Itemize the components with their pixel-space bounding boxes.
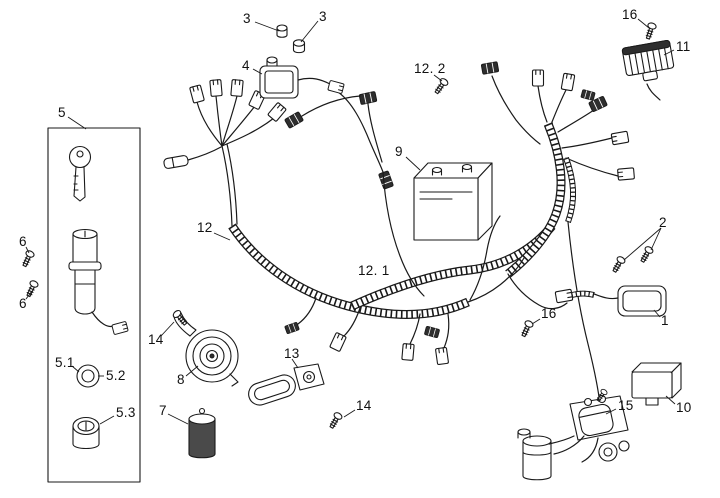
- part-4-ignition-coil: [259, 56, 345, 99]
- leader-line-15: [605, 408, 617, 415]
- corrugated-tube-main: [228, 223, 470, 319]
- corrugated-tube-short: [563, 156, 577, 224]
- leader-line-2: [650, 227, 662, 251]
- leader-line-16: [637, 18, 650, 29]
- leader-line-14: [343, 409, 356, 418]
- leader-line-7: [167, 413, 189, 425]
- part-7-condenser: [188, 407, 216, 459]
- lock-cylinder-5-3-drawing: [72, 416, 100, 450]
- wiring-harness-drawing: [163, 61, 635, 405]
- leader-line-5: [67, 116, 87, 130]
- leader-line-3: [254, 21, 280, 32]
- part-6-screws: [20, 249, 40, 299]
- corrugated-tube-right: [505, 122, 566, 278]
- part-10-relay-box: [631, 362, 682, 406]
- leader-line-6: [25, 246, 30, 254]
- leader-line-16: [531, 318, 541, 325]
- leader-line-12-2: [433, 74, 443, 82]
- part-5-key-set: [47, 127, 141, 483]
- leader-line-6: [25, 290, 33, 300]
- part-8-horn: [171, 308, 239, 387]
- key-drawing: [68, 145, 92, 202]
- leader-line-14: [160, 321, 175, 337]
- fuse-holder-drawing: [517, 428, 575, 481]
- part-13-lock-clamp: [248, 363, 344, 431]
- bullet-connector: [163, 155, 189, 169]
- part-2-screws: [610, 244, 655, 275]
- part-15-starter-relay: [517, 387, 630, 481]
- leader-lines: [25, 18, 676, 425]
- leader-line-3: [300, 20, 319, 43]
- screw-16-bottom: [519, 319, 535, 339]
- leader-line-13: [291, 358, 299, 369]
- leader-line-11: [663, 49, 675, 56]
- leader-line-5-3: [99, 415, 115, 425]
- part-1-cdi-unit: [554, 285, 667, 317]
- leader-line-5-1: [71, 365, 80, 373]
- leader-line-2: [623, 227, 662, 261]
- part-3-caps: [276, 24, 306, 54]
- screw-14-clamp: [327, 410, 344, 431]
- leader-line-9: [405, 156, 421, 171]
- leader-line-1: [653, 309, 661, 318]
- ignition-switch-drawing: [68, 228, 129, 336]
- screw-16-top: [643, 21, 658, 41]
- leader-line-4: [252, 68, 263, 75]
- part-9-battery: [413, 162, 493, 241]
- leader-line-12: [213, 232, 231, 241]
- ring-5-1-drawing: [76, 364, 100, 388]
- leader-line-10: [665, 395, 676, 405]
- part-11-regulator-rectifier: [621, 21, 675, 101]
- leader-line-8: [185, 365, 199, 377]
- cdi-sleeve: [571, 290, 595, 298]
